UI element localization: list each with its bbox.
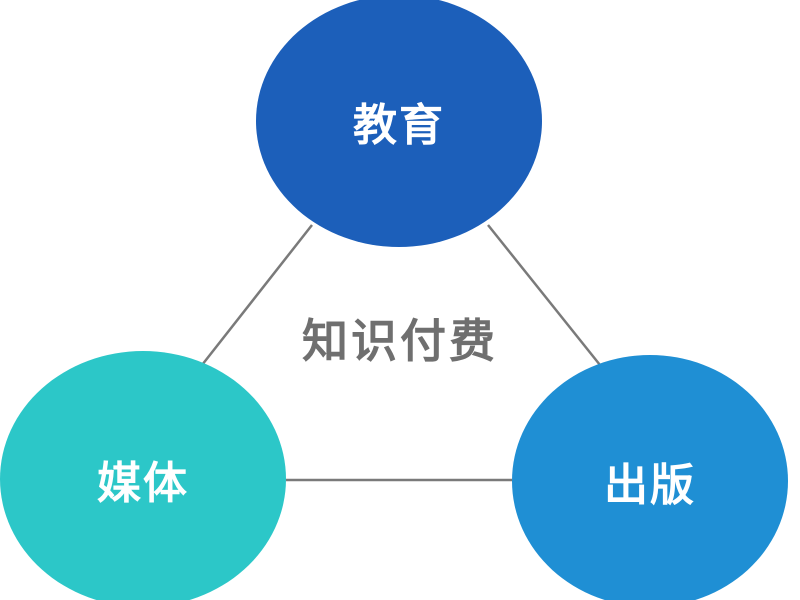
node-publishing-label: 出版 — [604, 460, 696, 511]
node-education-label: 教育 — [353, 100, 445, 151]
node-education: 教育 — [256, 0, 542, 247]
node-media: 媒体 — [0, 351, 286, 600]
node-media-label: 媒体 — [97, 458, 189, 509]
node-publishing: 出版 — [512, 355, 788, 600]
link-top-right — [487, 224, 601, 366]
link-top-left — [201, 224, 313, 366]
center-label: 知识付费 — [302, 314, 498, 368]
